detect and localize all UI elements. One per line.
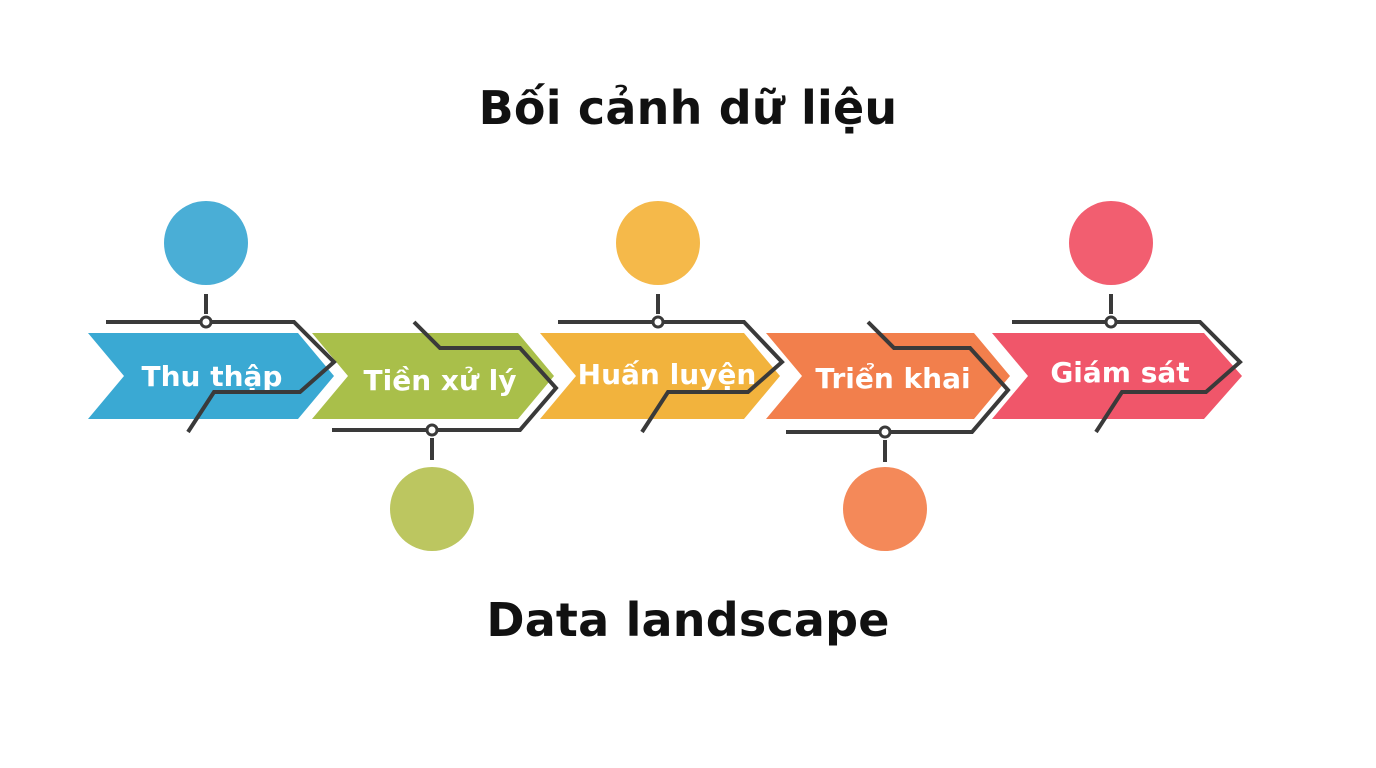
circle-marker-yellow — [616, 201, 700, 285]
circle-marker-blue — [164, 201, 248, 285]
stage-label: Huấn luyện — [578, 358, 757, 391]
stage-label: Tiền xử lý — [364, 364, 517, 397]
connector-line-2 — [332, 320, 559, 432]
junction-node-2 — [425, 423, 439, 437]
stage-giam-sat[interactable]: Giám sát — [992, 333, 1242, 419]
chevron-shape — [88, 333, 334, 419]
stage-label: Giám sát — [1050, 356, 1189, 389]
stage-tien-xu-ly[interactable]: Tiền xử lý — [312, 333, 554, 419]
circle-marker-green — [390, 467, 474, 551]
stage-label: Thu thập — [142, 360, 283, 393]
chevron-shape — [312, 333, 554, 419]
junction-node-3 — [651, 315, 665, 329]
stage-thu-thap[interactable]: Thu thập — [88, 333, 334, 419]
chevron-shape — [992, 333, 1242, 419]
page-title: Bối cảnh dữ liệu — [478, 81, 898, 135]
connector-line-3 — [558, 320, 785, 434]
circle-marker-orange — [843, 467, 927, 551]
circle-marker-red — [1069, 201, 1153, 285]
connector-line-1 — [106, 320, 337, 434]
stage-label: Triển khai — [815, 361, 970, 395]
connector-line-5 — [1012, 320, 1243, 434]
chevron-shape — [766, 333, 1010, 419]
connector-line-4 — [786, 320, 1011, 434]
junction-node-1 — [199, 315, 213, 329]
junction-node-5 — [1104, 315, 1118, 329]
page-subtitle: Data landscape — [486, 593, 890, 647]
stage-trien-khai[interactable]: Triển khai — [766, 333, 1010, 419]
chevron-shape — [540, 333, 780, 419]
junction-node-4 — [878, 425, 892, 439]
stage-huan-luyen[interactable]: Huấn luyện — [540, 333, 780, 419]
